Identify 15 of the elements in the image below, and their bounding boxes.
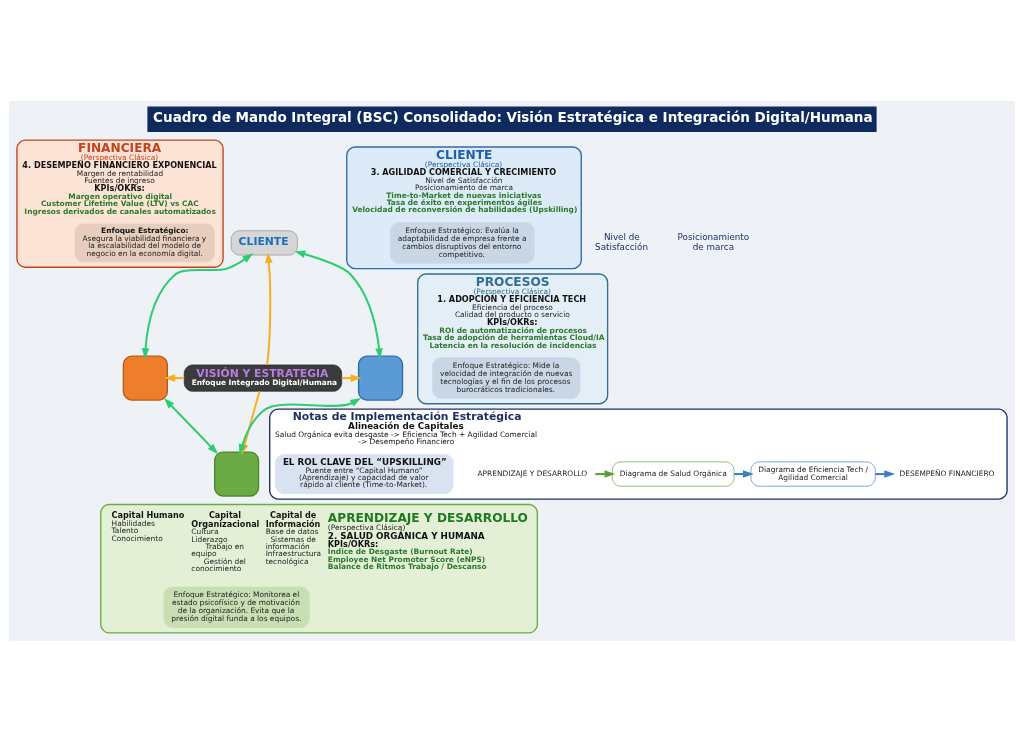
node-box	[213, 451, 260, 497]
arrow	[141, 253, 254, 360]
arrow	[164, 374, 185, 382]
arrow	[265, 252, 273, 365]
arrow	[163, 398, 219, 455]
diagram-title: Cuadro de Mando Integral (BSC) Consolidado: Visión Estratégica e Integración Digital/Humana	[153, 108, 873, 125]
arrow	[875, 470, 896, 478]
node-label: Posicionamiento de marca	[677, 232, 750, 252]
node-box	[357, 355, 404, 401]
arrow	[294, 250, 383, 360]
node-label: Nivel de Satisfacción	[595, 232, 648, 252]
node-box	[122, 355, 168, 401]
node-box: CLIENTE	[230, 230, 298, 256]
arrow	[734, 470, 754, 478]
arrow	[341, 374, 362, 382]
